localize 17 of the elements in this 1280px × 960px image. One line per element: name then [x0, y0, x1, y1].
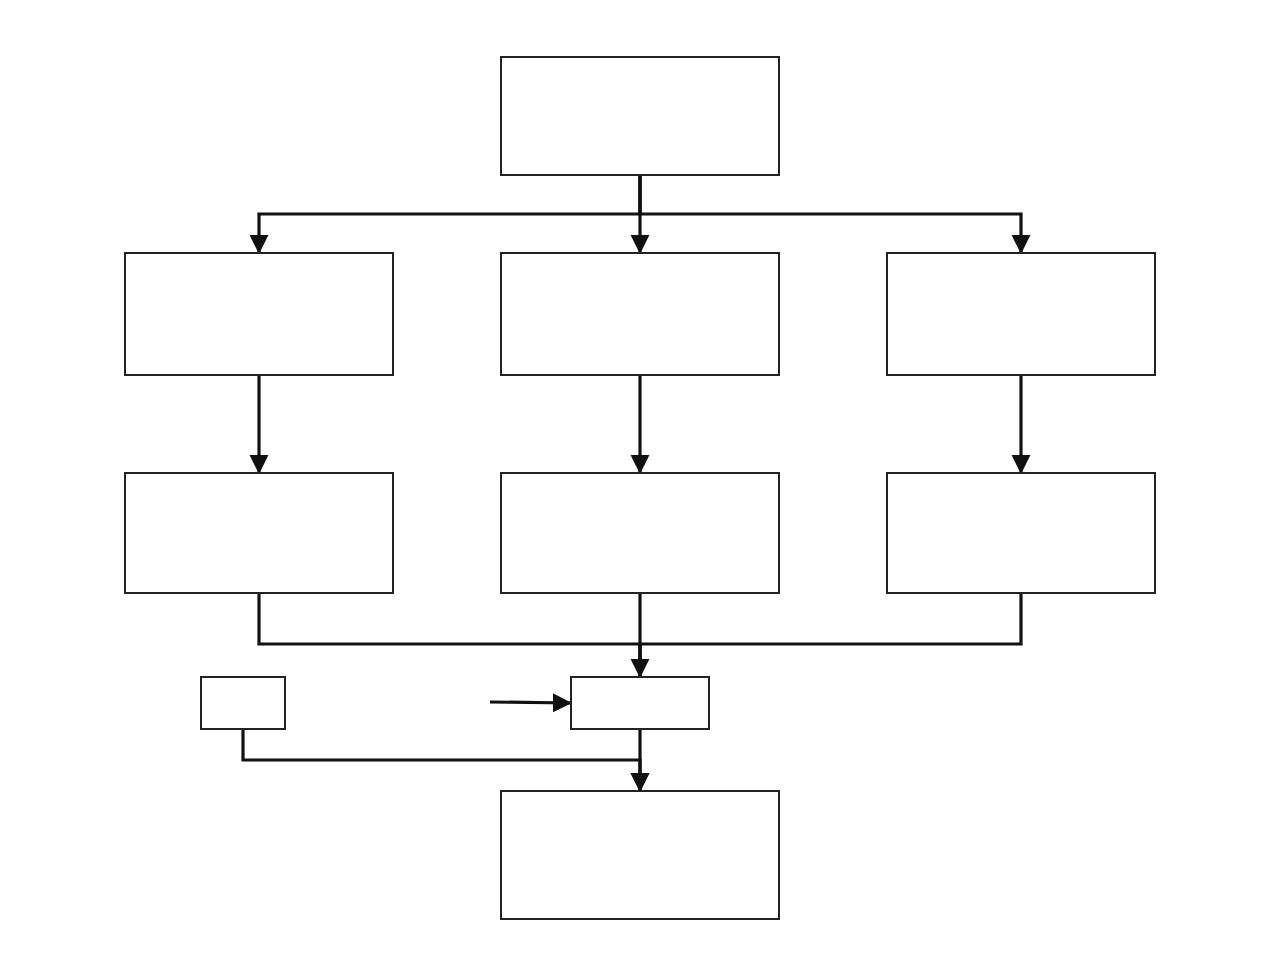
process-box: [124, 472, 394, 594]
process-box: [886, 472, 1156, 594]
process-box: [500, 472, 780, 594]
arrow: [1011, 376, 1031, 474]
process-box: [500, 790, 780, 920]
arrow: [630, 594, 650, 678]
arrow: [241, 730, 650, 792]
arrow: [249, 376, 269, 474]
arrow: [489, 693, 572, 713]
arrow: [630, 376, 650, 474]
arrow: [638, 176, 1031, 254]
process-box: [886, 252, 1156, 376]
process-box: [200, 676, 286, 730]
process-box: [500, 252, 780, 376]
process-box: [124, 252, 394, 376]
process-box: [570, 676, 710, 730]
process-box: [500, 56, 780, 176]
